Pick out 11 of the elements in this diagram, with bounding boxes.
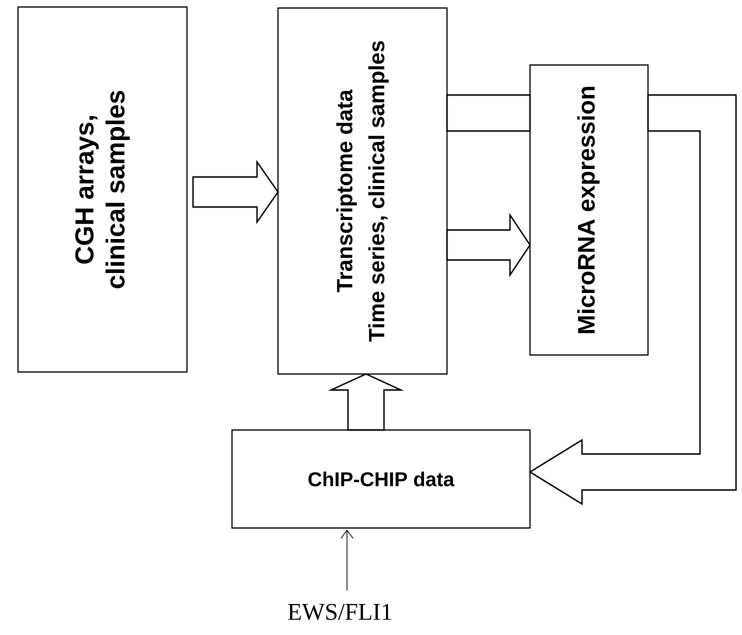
input-label: EWS/FLI1: [288, 604, 392, 620]
block-arrow: [446, 212, 531, 278]
process-box: ChIP-CHIP data: [231, 429, 531, 529]
process-box: Transcriptome data Time series, clinical samples: [277, 7, 448, 375]
process-box: MicroRNA expression: [529, 64, 649, 356]
process-box: CGH arrays, clinical samples: [17, 6, 188, 373]
block-arrow: [328, 373, 404, 431]
connector-band: [446, 94, 531, 132]
block-arrow: [528, 94, 737, 506]
block-arrow: [192, 160, 279, 224]
arrow: [340, 530, 354, 592]
